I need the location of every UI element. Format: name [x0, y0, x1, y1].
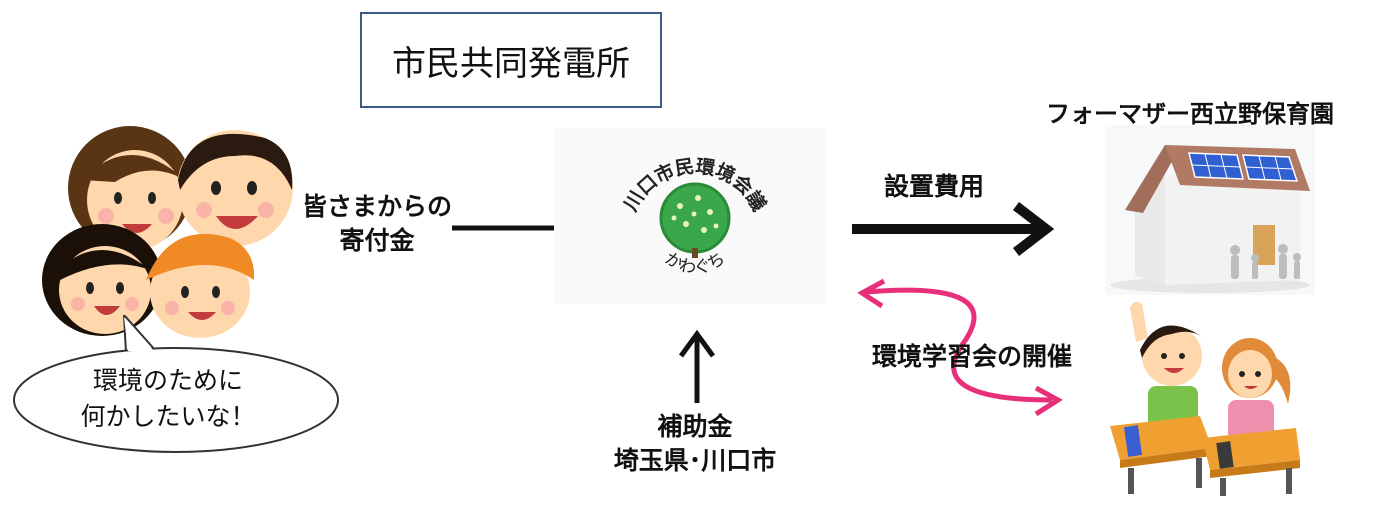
house-solar-illustration [1105, 125, 1315, 295]
installation-cost-arrow [852, 202, 1055, 256]
solar-panels [1188, 152, 1299, 182]
boy-face [146, 233, 255, 338]
kawaguchi-logo: 川口市民環境会議 かわぐち [619, 155, 770, 278]
man-face [177, 130, 293, 246]
speech-line-1: 環境のために [92, 366, 243, 395]
installation-cost-label: 設置費用 [884, 172, 985, 201]
boy-student [1130, 301, 1204, 432]
env-study-double-arrow [857, 278, 1063, 417]
subsidy-arrow [678, 329, 716, 403]
speech-line-2: 何かしたいな！ [80, 402, 256, 431]
title-box: 市民共同発電所 [360, 12, 662, 108]
env-study-label: 環境学習会の開催 [872, 342, 1073, 371]
girl-student [1222, 338, 1291, 440]
children-study-illustration [1110, 301, 1300, 496]
speech-bubble-text: 環境のために 何かしたいな！ [48, 363, 288, 435]
tree-icon [661, 184, 729, 252]
girl-face [42, 224, 162, 336]
nursery-name: フォーマザー西立野保育園 [1046, 100, 1334, 128]
diagram-title: 市民共同発電所 [392, 43, 630, 84]
subsidy-label: 補助金 埼玉県･川口市 [570, 410, 820, 478]
subsidy-label-line-1: 補助金 [657, 412, 733, 441]
donation-label: 皆さまからの 寄付金 [282, 190, 472, 258]
subsidy-label-line-2: 埼玉県･川口市 [613, 446, 777, 475]
donation-label-line-1: 皆さまからの [301, 192, 452, 221]
donation-label-line-2: 寄付金 [339, 226, 415, 255]
family-illustration [42, 126, 293, 338]
speech-bubble [13, 315, 339, 453]
